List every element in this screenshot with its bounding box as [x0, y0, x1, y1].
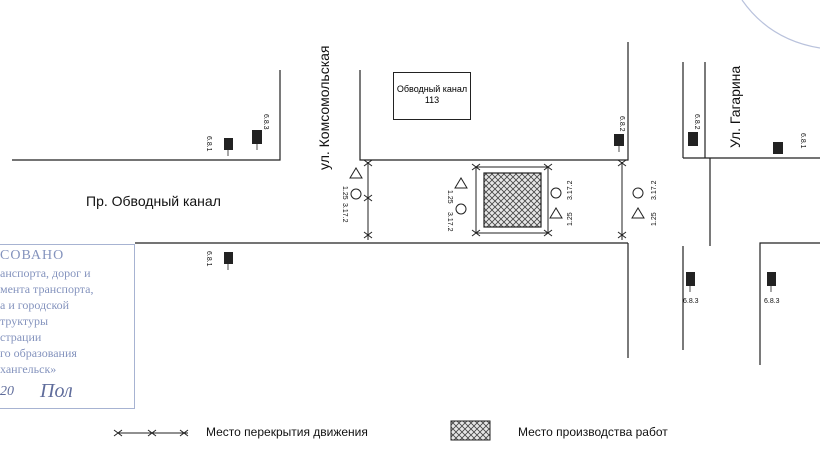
round-sign [632, 187, 644, 199]
sign-code-681-right: 6.8.1 [799, 133, 806, 149]
sign-code-125-right: 1.25 [651, 212, 658, 226]
stamp-border [0, 244, 135, 409]
stamp-line-4: а и городской [0, 298, 70, 312]
road-signs [224, 130, 783, 286]
sign-code-3172-workside: 3.17.2 [567, 180, 574, 200]
triangle-sign [549, 207, 563, 219]
building-name: Обводный канал [396, 84, 468, 94]
legend-closure-label: Место перекрытия движения [206, 425, 368, 439]
sign-683-lower-a [686, 272, 695, 286]
sign-code-125-workside: 1.25 [567, 212, 574, 226]
sign-681-upper-left [224, 138, 233, 150]
curb-far-right [759, 242, 820, 365]
tick [471, 229, 481, 237]
sign-code-682-gagarina: 6.8.2 [693, 114, 700, 130]
sign-681-right [773, 142, 783, 154]
stamp-line-2: анспорта, дорог и [0, 266, 91, 280]
tick [617, 159, 627, 167]
legend-closure-symbol [113, 429, 189, 437]
sign-code-683-left: 6.8.3 [262, 114, 269, 130]
tick [471, 163, 481, 171]
round-sign [350, 188, 362, 200]
stamp-line-7: го образования [0, 346, 77, 360]
round-sign [550, 187, 562, 199]
stamp-line-1: СОВАНО [0, 248, 65, 263]
triangle-sign [454, 177, 468, 189]
round-stamp-fragment [741, 0, 820, 49]
stamp-line-6: страции [0, 330, 42, 344]
sign-code-3172-left: 3.17.2 [341, 203, 348, 223]
closure-lines [367, 162, 623, 240]
tick [363, 159, 373, 167]
sign-681-lower-left [224, 252, 233, 264]
sign-code-682-center: 6.8.2 [618, 116, 625, 132]
stamp-line-3: мента транспорта, [0, 282, 94, 296]
triangle-sign [631, 207, 645, 219]
street-label-obvodny: Пр. Обводный канал [86, 193, 221, 209]
tick [363, 231, 373, 239]
legend-worksite-label: Место производства работ [518, 425, 668, 439]
stamp-line-8: хангельск» [0, 362, 57, 376]
sign-code-683-lower-b: 6.8.3 [764, 298, 780, 305]
tick [363, 194, 373, 202]
tick [543, 229, 553, 237]
tick [617, 231, 627, 239]
building-number: 113 [424, 95, 440, 105]
round-sign [455, 203, 467, 215]
sign-posts [227, 144, 772, 292]
sign-code-125-left: 1.25 [341, 186, 348, 200]
sign-code-681-upper-left: 6.8.1 [205, 136, 212, 152]
work-area-hatched [483, 172, 542, 228]
sign-code-681-lower-left: 6.8.1 [205, 251, 212, 267]
stamp-date: 20 [0, 384, 14, 399]
sign-683-left [252, 130, 262, 144]
sign-683-lower-b [767, 272, 776, 286]
legend-worksite-symbol [450, 420, 491, 441]
curb-central-block [359, 42, 629, 161]
street-label-gagarina: Ул. Гагарина [727, 65, 743, 148]
street-curbs [12, 42, 820, 365]
stamp-signature: Пол [40, 380, 73, 402]
curb-upper-left [12, 70, 281, 161]
sign-682-center [614, 134, 624, 146]
closure-ticks [363, 159, 627, 239]
street-label-komsomolskaya: ул. Комсомольская [316, 45, 332, 170]
sign-682-gagarina [688, 132, 698, 146]
sign-code-3172-center: 3.17.2 [446, 212, 453, 232]
sign-code-683-lower-a: 6.8.3 [683, 298, 699, 305]
sign-code-3172-right: 3.17.2 [651, 180, 658, 200]
triangle-sign [349, 167, 363, 179]
sign-code-125-center: 1.25 [446, 190, 453, 204]
tick [543, 163, 553, 171]
approval-stamp: СОВАНО анспорта, дорог и мента транспорт… [0, 244, 138, 410]
warning-signs [349, 167, 645, 219]
stamp-line-5: труктуры [0, 314, 49, 328]
building-obvodny-113: Обводный канал 113 [393, 72, 471, 120]
